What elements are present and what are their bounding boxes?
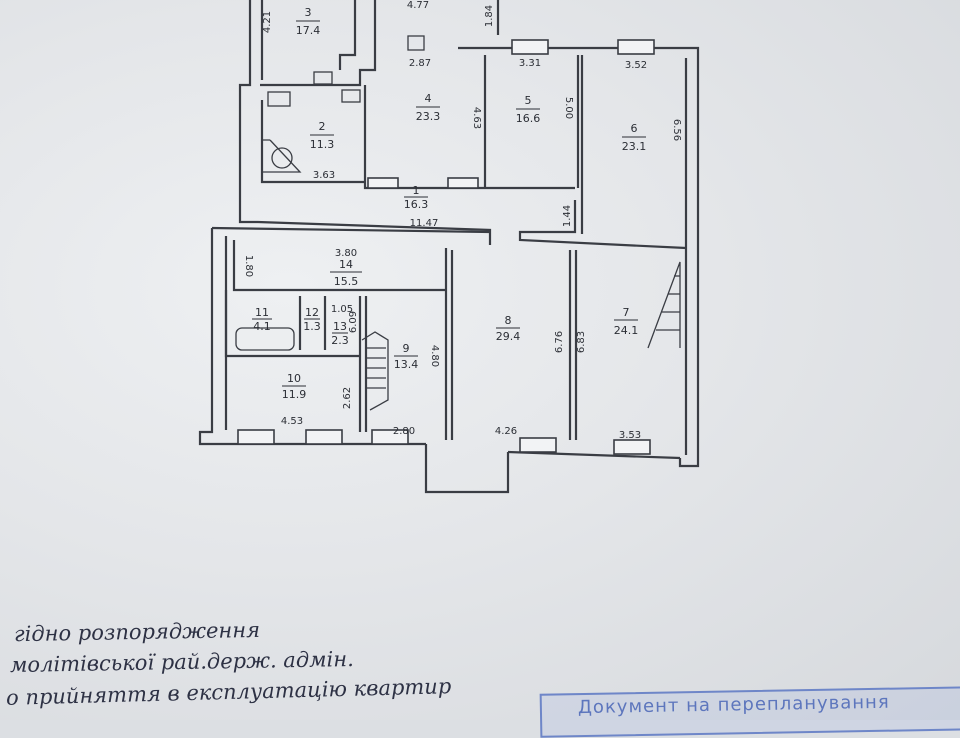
room-number: 2 (319, 120, 326, 133)
dim-3-53: 3.53 (619, 430, 641, 441)
room-area: 11.9 (282, 388, 307, 401)
room-1: 1 16.3 (404, 184, 429, 211)
room-number: 9 (403, 342, 410, 355)
room-number: 5 (525, 94, 532, 107)
stamp-text: Документ на перепланування (577, 691, 890, 719)
dim-11-47: 11.47 (410, 218, 439, 229)
room-number: 1 (413, 184, 420, 197)
room-number: 14 (339, 258, 353, 271)
handwritten-note-line-1: гідно розпорядження (13, 617, 261, 647)
dim-1-05: 1.05 (331, 304, 353, 315)
room-12: 12 1.3 (303, 306, 321, 333)
room-area: 11.3 (310, 138, 335, 151)
room-6: 6 23.1 (622, 122, 647, 153)
room-2: 2 11.3 (310, 120, 335, 151)
room-area: 16.6 (516, 112, 541, 125)
room-number: 11 (255, 306, 269, 319)
room-area: 17.4 (296, 24, 321, 37)
dimension-labels: 4.21 4.77 1.84 2.87 3.31 3.52 4.63 5.00 … (243, 0, 682, 441)
dim-6-76: 6.76 (554, 331, 565, 353)
dim-4-77: 4.77 (407, 0, 429, 11)
room-number: 4 (425, 92, 432, 105)
dim-4-26: 4.26 (495, 426, 517, 437)
dim-2-87: 2.87 (409, 58, 431, 69)
room-area: 29.4 (496, 330, 521, 343)
room-4: 4 23.3 (416, 92, 441, 123)
room-area: 23.1 (622, 140, 647, 153)
room-labels: 3 17.4 2 11.3 4 23.3 5 16.6 6 23.1 1 16.… (252, 6, 646, 401)
dim-1-84: 1.84 (484, 5, 495, 27)
windows (237, 39, 655, 455)
dim-1-80: 1.80 (243, 255, 254, 277)
dim-6-83: 6.83 (576, 331, 587, 353)
room-number: 7 (623, 306, 630, 319)
room-area: 2.3 (331, 334, 349, 347)
room-11: 11 4.1 (252, 306, 272, 333)
dim-3-52: 3.52 (625, 60, 647, 71)
dim-2-80: 2.80 (393, 426, 415, 437)
room-number: 13 (333, 320, 347, 333)
room-number: 8 (505, 314, 512, 327)
official-stamp: Документ на перепланування (539, 686, 960, 738)
room-area: 23.3 (416, 110, 441, 123)
dim-6-09: 6.09 (348, 311, 359, 333)
room-area: 24.1 (614, 324, 639, 337)
room-number: 10 (287, 372, 301, 385)
room-area: 13.4 (394, 358, 419, 371)
floor-plan: 3 17.4 2 11.3 4 23.3 5 16.6 6 23.1 1 16.… (198, 0, 700, 494)
dim-3-63: 3.63 (313, 170, 335, 181)
room-9: 9 13.4 (394, 342, 419, 371)
room-13: 13 2.3 (331, 320, 349, 347)
room-8: 8 29.4 (496, 314, 521, 343)
dim-1-44: 1.44 (562, 205, 573, 227)
room-number: 6 (631, 122, 638, 135)
room-area: 16.3 (404, 198, 429, 211)
room-area: 4.1 (253, 320, 271, 333)
room-5: 5 16.6 (516, 94, 541, 125)
room-area: 15.5 (334, 275, 359, 288)
dim-4-80: 4.80 (429, 345, 440, 367)
room-10: 10 11.9 (282, 372, 307, 401)
room-number: 3 (305, 6, 312, 19)
dim-6-56: 6.56 (671, 119, 682, 141)
room-7: 7 24.1 (614, 306, 639, 337)
dim-3-31: 3.31 (519, 58, 541, 69)
room-3: 3 17.4 (296, 6, 321, 37)
walls (198, 0, 700, 494)
dim-4-63: 4.63 (471, 107, 482, 129)
dim-3-80: 3.80 (335, 248, 357, 259)
bathtub (235, 35, 425, 351)
dim-5-00: 5.00 (563, 97, 574, 119)
dim-2-62: 2.62 (342, 387, 353, 409)
room-number: 12 (305, 306, 319, 319)
room-14: 14 15.5 (330, 258, 362, 288)
dim-4-21: 4.21 (262, 11, 273, 33)
room-area: 1.3 (303, 320, 321, 333)
dim-4-53: 4.53 (281, 416, 303, 427)
stairs (361, 261, 681, 411)
